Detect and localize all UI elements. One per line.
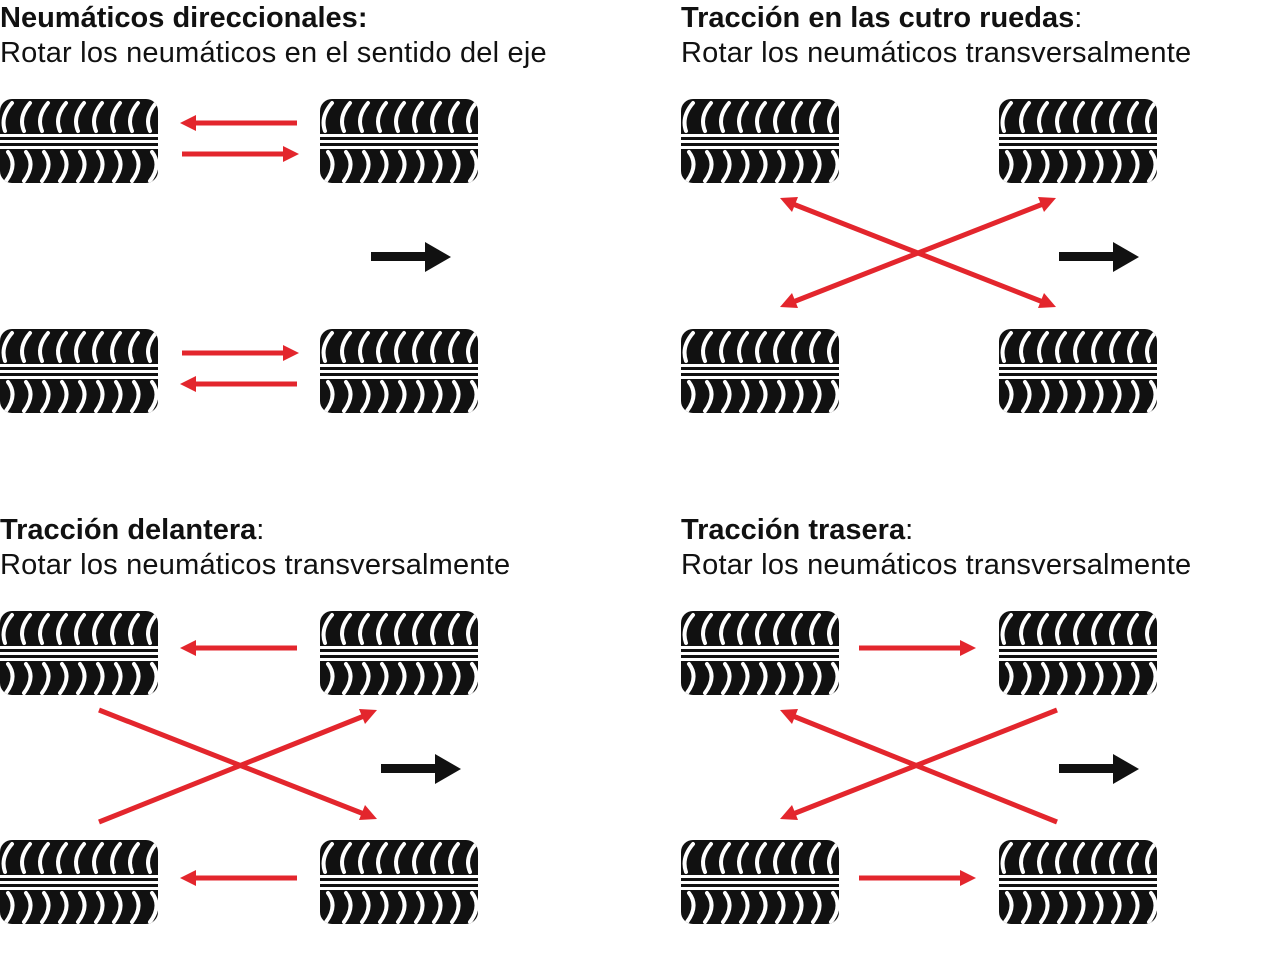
panel-front-wheel-drive: Tracción delantera: Rotar los neumáticos… [0,512,640,973]
panel-subtitle: Rotar los neumáticos transversalmente [681,549,1192,581]
tire-tread-icon [679,329,841,413]
rotation-diagram [0,0,640,461]
tire-tread-icon [0,611,160,695]
tire-tread-icon [0,840,160,924]
panel-subtitle: Rotar los neumáticos transversalmente [681,37,1192,69]
tire-tread-icon [997,329,1159,413]
panel-title-suffix: : [905,514,914,546]
panel-title-text: Neumáticos direccionales: [0,2,368,34]
rotation-arrowhead [960,870,976,886]
tire-tread-icon [679,99,841,183]
rotation-arrow-group [780,640,1058,886]
tire-tread-icon [679,840,841,924]
rotation-arrow [98,707,365,817]
rotation-arrowhead [780,709,798,724]
rotation-arrowhead [1038,197,1056,212]
panel-title: Tracción en las cutro ruedas: [681,0,1082,36]
tire-tread-icon [997,840,1159,924]
rotation-arrowhead [960,640,976,656]
rotation-arrowhead [180,870,196,886]
panel-directional-tires: Neumáticos direccionales: Rotar los neum… [0,0,640,461]
panel-subtitle: Rotar los neumáticos en el sentido del e… [0,37,547,69]
rotation-arrowhead [283,345,299,361]
panel-title-text: Tracción trasera [681,514,906,546]
rotation-arrowhead [180,115,196,131]
rotation-arrow-group [180,115,299,392]
rotation-arrow [792,707,1058,817]
rotation-arrow-group [780,197,1056,308]
direction-arrow-icon [1059,242,1139,272]
panel-title-text: Tracción en las cutro ruedas [681,2,1075,34]
rotation-arrowhead [1038,293,1056,308]
rotation-arrowhead [180,376,196,392]
rotation-diagram [681,512,1280,922]
rotation-arrow [98,713,365,825]
tire-tread-icon [318,840,480,924]
tire-tread-icon [997,611,1159,695]
rotation-arrowhead [780,197,798,212]
panel-title-suffix: : [256,514,265,546]
panel-title-suffix: : [1074,2,1083,34]
rotation-arrowhead [780,293,798,308]
rotation-arrow-group [98,640,377,886]
rotation-arrowhead [283,146,299,162]
rotation-arrow [792,201,1044,305]
tire-tread-icon [0,99,160,183]
panel-title: Tracción delantera: [0,512,264,548]
direction-arrow-icon [1059,754,1139,784]
tire-tread-icon [0,329,160,413]
panel-title-text: Tracción delantera [0,514,257,546]
direction-arrow-icon [381,754,461,784]
tire-tread-icon [318,611,480,695]
tire-tread-icon [318,329,480,413]
direction-arrow-icon [371,242,451,272]
rotation-arrowhead [180,640,196,656]
tire-tread-icon [679,611,841,695]
panel-subtitle: Rotar los neumáticos transversalmente [0,549,511,581]
rotation-arrowhead [359,805,377,820]
rotation-arrowhead [780,805,798,820]
rotation-arrowhead [359,709,377,724]
tire-tread-icon [318,99,480,183]
rotation-arrow [792,713,1058,825]
panel-rear-wheel-drive: Tracción trasera: Rotar los neumáticos t… [681,512,1280,973]
rotation-diagram [0,512,640,922]
panel-four-wheel-drive: Tracción en las cutro ruedas: Rotar los … [681,0,1280,461]
rotation-diagram [681,0,1280,461]
panel-title: Neumáticos direccionales: [0,0,367,36]
panel-title: Tracción trasera: [681,512,913,548]
tire-tread-icon [997,99,1159,183]
